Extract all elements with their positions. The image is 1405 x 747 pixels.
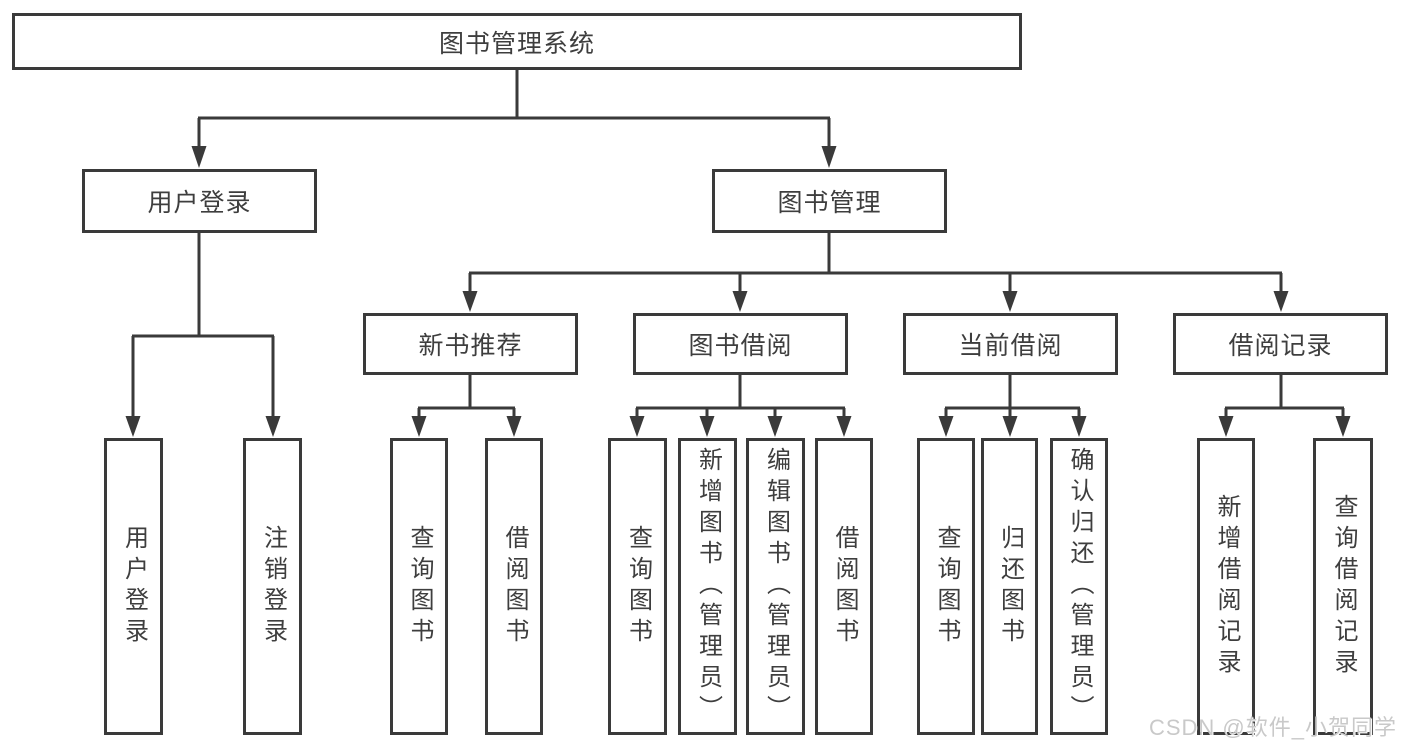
node-label: 图书管理系统 bbox=[438, 29, 595, 58]
node-label: 借阅图书 bbox=[831, 524, 858, 649]
node-new-book-recommendation: 新书推荐 bbox=[363, 313, 578, 375]
node-label: 查询图书 bbox=[406, 524, 433, 649]
node-label: 编辑图书（管理员） bbox=[762, 447, 790, 726]
node-current-borrowing: 当前借阅 bbox=[903, 313, 1118, 375]
node-library-management-system: 图书管理系统 bbox=[12, 13, 1022, 70]
node-user-login: 用户登录 bbox=[82, 169, 317, 233]
node-label: 归还图书 bbox=[996, 524, 1024, 649]
node-label: 注销登录 bbox=[259, 524, 287, 649]
csdn-watermark: CSDN @软件_小贺同学 bbox=[1148, 715, 1397, 740]
leaf-query-borrowing-record: 查询借阅记录 bbox=[1313, 438, 1373, 735]
node-label: 新增图书（管理员） bbox=[694, 447, 722, 726]
node-label: 用户登录 bbox=[120, 524, 148, 649]
leaf-confirm-return-admin: 确认归还（管理员） bbox=[1050, 438, 1108, 735]
node-label: 新书推荐 bbox=[418, 332, 523, 360]
leaf-add-book-admin: 新增图书（管理员） bbox=[678, 438, 737, 735]
node-label: 查询图书 bbox=[933, 524, 960, 649]
node-borrowing-records: 借阅记录 bbox=[1173, 313, 1388, 375]
leaf-query-books-current: 查询图书 bbox=[917, 438, 975, 735]
leaf-logout: 注销登录 bbox=[243, 438, 302, 735]
node-label: 用户登录 bbox=[147, 189, 252, 217]
node-label: 借阅图书 bbox=[501, 524, 528, 649]
node-label: 借阅记录 bbox=[1228, 332, 1333, 360]
leaf-user-login: 用户登录 bbox=[104, 438, 163, 735]
leaf-borrow-books-borrowing: 借阅图书 bbox=[815, 438, 873, 735]
node-label: 图书管理 bbox=[777, 189, 882, 217]
leaf-borrow-books-recommend: 借阅图书 bbox=[485, 438, 543, 735]
leaf-add-borrowing-record: 新增借阅记录 bbox=[1197, 438, 1255, 735]
node-label: 当前借阅 bbox=[958, 332, 1063, 360]
node-label: 查询图书 bbox=[624, 524, 652, 649]
leaf-query-books-borrowing: 查询图书 bbox=[608, 438, 667, 735]
node-book-management: 图书管理 bbox=[712, 169, 947, 233]
node-label: 确认归还（管理员） bbox=[1066, 447, 1093, 726]
node-label: 新增借阅记录 bbox=[1213, 493, 1240, 680]
node-book-borrowing: 图书借阅 bbox=[633, 313, 848, 375]
leaf-return-books: 归还图书 bbox=[981, 438, 1038, 735]
leaf-edit-book-admin: 编辑图书（管理员） bbox=[746, 438, 805, 735]
leaf-query-books-recommend: 查询图书 bbox=[390, 438, 448, 735]
node-label: 图书借阅 bbox=[688, 332, 793, 360]
node-label: 查询借阅记录 bbox=[1330, 493, 1357, 680]
